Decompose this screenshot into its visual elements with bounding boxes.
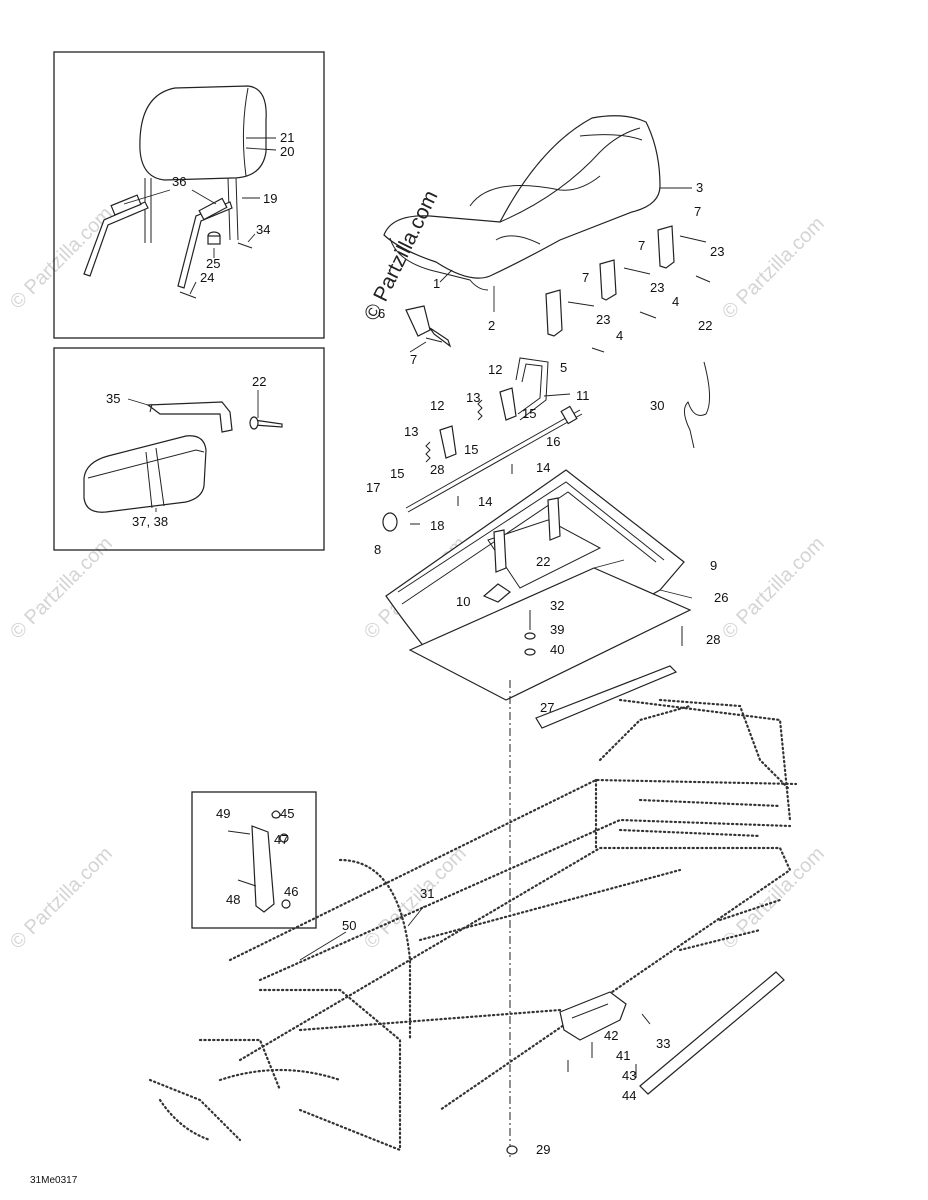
part-label: 40 [550, 642, 564, 657]
watermark: © Partzilla.com [718, 843, 829, 954]
part-label: 20 [280, 144, 294, 159]
part-label: 36 [172, 174, 186, 189]
watermark: © Partzilla.com [718, 533, 829, 644]
part-label: 19 [263, 191, 277, 206]
part-label: 34 [256, 222, 270, 237]
part-label: 8 [374, 542, 381, 557]
part-label: 3 [696, 180, 703, 195]
part-label: 46 [284, 884, 298, 899]
chassis-frame [148, 698, 798, 1155]
watermark: © Partzilla.com [6, 843, 117, 954]
part-label: 18 [430, 518, 444, 533]
part-labels: 21 20 36 19 34 25 24 35 22 37, 38 3 1 2 … [106, 130, 728, 1157]
part-label: 50 [342, 918, 356, 933]
part-label: 27 [540, 700, 554, 715]
part-label: 33 [656, 1036, 670, 1051]
latch-assembly [382, 357, 710, 532]
part-label: 26 [714, 590, 728, 605]
part-label: 12 [430, 398, 444, 413]
seat-brackets [405, 225, 711, 353]
part-label: 47 [274, 832, 288, 847]
part-label: 15 [390, 466, 404, 481]
part-label: 42 [604, 1028, 618, 1043]
part-label: 12 [488, 362, 502, 377]
part-label: 4 [616, 328, 623, 343]
part-label: 21 [280, 130, 294, 145]
part-label: 9 [710, 558, 717, 573]
part-label: 49 [216, 806, 230, 821]
part-label: 44 [622, 1088, 636, 1103]
part-label: 22 [252, 374, 266, 389]
part-label: 4 [672, 294, 679, 309]
part-label: 16 [546, 434, 560, 449]
part-label: 13 [466, 390, 480, 405]
part-label: 32 [550, 598, 564, 613]
part-label: 14 [478, 494, 492, 509]
watermark: © Partzilla.com [6, 533, 117, 644]
part-label: 41 [616, 1048, 630, 1063]
part-label: 22 [536, 554, 550, 569]
part-label: 25 [206, 256, 220, 271]
part-label: 30 [650, 398, 664, 413]
part-label: 35 [106, 391, 120, 406]
part-label: 7 [638, 238, 645, 253]
inset-cargo [53, 347, 325, 551]
diagram-code: 31Me0317 [30, 1175, 78, 1186]
part-label: 28 [706, 632, 720, 647]
part-label: 23 [650, 280, 664, 295]
part-label: 37, 38 [132, 514, 168, 529]
part-label: 13 [404, 424, 418, 439]
inset-strap [191, 791, 317, 929]
part-label: 17 [366, 480, 380, 495]
part-label: 7 [582, 270, 589, 285]
part-label: 22 [698, 318, 712, 333]
watermark: © Partzilla.com [6, 203, 117, 314]
part-label: 7 [410, 352, 417, 367]
watermark: © Partzilla.com [360, 843, 471, 954]
seat-assembly [383, 115, 692, 312]
part-label: 10 [456, 594, 470, 609]
part-label: 28 [430, 462, 444, 477]
storage-tray [385, 469, 693, 729]
part-label: 29 [536, 1142, 550, 1157]
part-label: 15 [522, 406, 536, 421]
part-label: 23 [710, 244, 724, 259]
part-label: 2 [488, 318, 495, 333]
part-label: 31 [420, 886, 434, 901]
part-label: 5 [560, 360, 567, 375]
watermark: © Partzilla.com [718, 213, 829, 324]
part-label: 39 [550, 622, 564, 637]
part-label: 14 [536, 460, 550, 475]
part-label: 48 [226, 892, 240, 907]
part-label: 45 [280, 806, 294, 821]
part-label: 23 [596, 312, 610, 327]
inset-backrest [53, 51, 325, 339]
part-label: 24 [200, 270, 214, 285]
part-label: 11 [576, 388, 590, 403]
part-label: 1 [433, 276, 440, 291]
part-label: 15 [464, 442, 478, 457]
part-label: 7 [694, 204, 701, 219]
part-label: 6 [378, 306, 385, 321]
part-label: 43 [622, 1068, 636, 1083]
